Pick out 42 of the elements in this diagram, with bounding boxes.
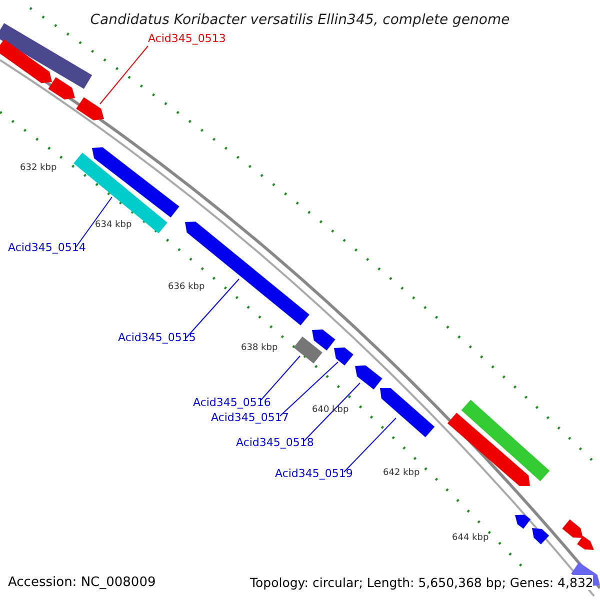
leader-line bbox=[76, 196, 112, 248]
accession-text: Accession: NC_008009 bbox=[8, 575, 156, 591]
kbp-label: 638 kbp bbox=[241, 343, 278, 354]
gene-bar bbox=[515, 514, 531, 529]
gene-bar bbox=[48, 77, 75, 100]
genome-info-text: Topology: circular; Length: 5,650,368 bp; Genes: 4,832 bbox=[250, 575, 594, 590]
gene-bar bbox=[577, 536, 594, 550]
gene-bar bbox=[92, 147, 180, 218]
gene-bar bbox=[185, 222, 310, 326]
kbp-label: 640 kbp bbox=[312, 405, 349, 416]
kbp-label: 642 kbp bbox=[383, 468, 420, 479]
leader-line bbox=[344, 418, 396, 472]
leader-line bbox=[260, 356, 300, 400]
kbp-label: 636 kbp bbox=[168, 282, 205, 293]
kbp-label: 634 kbp bbox=[95, 220, 132, 231]
gene-label: Acid345_0519 bbox=[275, 467, 353, 480]
gene-bar bbox=[312, 330, 336, 350]
leader-line bbox=[100, 46, 148, 104]
leader-line bbox=[280, 362, 338, 416]
title: Candidatus Koribacter versatilis Ellin345, complete genome bbox=[90, 12, 510, 28]
gene-bar bbox=[447, 412, 530, 486]
gene-bar bbox=[294, 336, 322, 364]
gene-label: Acid345_0514 bbox=[8, 241, 86, 254]
gene-label: Acid345_0515 bbox=[118, 331, 196, 344]
gene-bar bbox=[0, 23, 92, 89]
leader-line bbox=[186, 278, 240, 338]
gene-bar bbox=[0, 39, 52, 84]
gene-label: Acid345_0513 bbox=[148, 32, 226, 46]
gene-bar bbox=[562, 519, 583, 538]
gene-bar bbox=[461, 400, 550, 482]
gene-label: Acid345_0518 bbox=[236, 436, 314, 450]
kbp-label: 632 kbp bbox=[20, 163, 57, 174]
gene-bar bbox=[532, 528, 550, 544]
gene-label: Acid345_0516 bbox=[193, 396, 271, 410]
kbp-label: 644 kbp bbox=[452, 533, 489, 544]
leader-line bbox=[304, 382, 360, 442]
gene-bar bbox=[74, 152, 168, 234]
gene-label: Acid345_0517 bbox=[211, 411, 289, 424]
gene-bar bbox=[380, 388, 435, 438]
gene-bar bbox=[355, 365, 382, 390]
gene-bar bbox=[334, 348, 354, 366]
gene-bar bbox=[76, 97, 104, 120]
